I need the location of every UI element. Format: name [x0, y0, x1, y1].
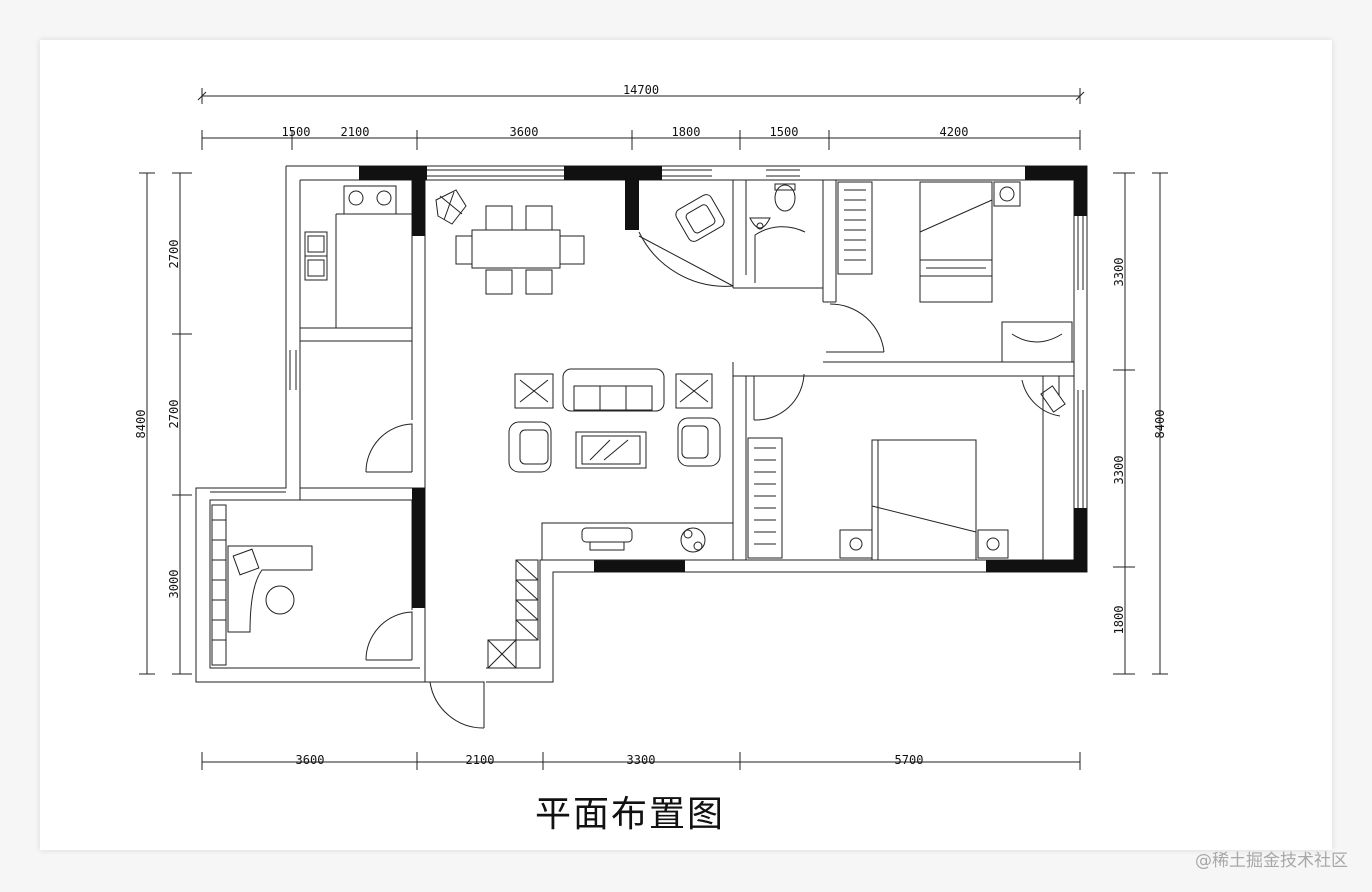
dimension-labels: 14700 1500 2100 3600 1800 1500 4200 3600… [134, 83, 1167, 767]
dimension-lines [139, 88, 1168, 770]
dim-bottom-1: 3600 [296, 753, 325, 767]
dim-top-5: 1500 [770, 125, 799, 139]
dim-bottom-2: 2100 [466, 753, 495, 767]
dim-bottom-4: 5700 [895, 753, 924, 767]
living-room-furniture [487, 368, 734, 669]
dim-bottom-3: 3300 [627, 753, 656, 767]
dim-left-3: 3000 [167, 570, 181, 599]
windows [210, 169, 1084, 508]
study-furniture [211, 504, 313, 666]
drawing-sheet [40, 40, 1332, 850]
walls [195, 165, 1088, 683]
dim-overall-top: 14700 [623, 83, 659, 97]
dim-top-6: 4200 [940, 125, 969, 139]
dining-set [435, 189, 585, 295]
doors [365, 226, 1061, 729]
lounge-chair [675, 194, 725, 242]
kitchen [304, 185, 412, 328]
dim-left-1: 2700 [167, 240, 181, 269]
dim-top-4: 1800 [672, 125, 701, 139]
dim-right-overall: 8400 [1153, 410, 1167, 439]
watermark: @稀土掘金技术社区 [1195, 851, 1348, 871]
dim-top-2: 2100 [341, 125, 370, 139]
plan-title: 平面布置图 [535, 794, 726, 835]
dim-top-1: 1500 [282, 125, 311, 139]
dim-top-3: 3600 [510, 125, 539, 139]
bathroom-fixtures [749, 183, 796, 230]
dim-right-1: 3300 [1112, 258, 1126, 287]
second-bedroom-furniture [747, 437, 1009, 561]
master-bedroom-furniture [837, 181, 1073, 413]
dim-right-3: 1800 [1112, 606, 1126, 635]
dim-left-overall: 8400 [134, 410, 148, 439]
dim-right-2: 3300 [1112, 456, 1126, 485]
wall-columns [359, 166, 1087, 608]
dim-left-2: 2700 [167, 400, 181, 429]
